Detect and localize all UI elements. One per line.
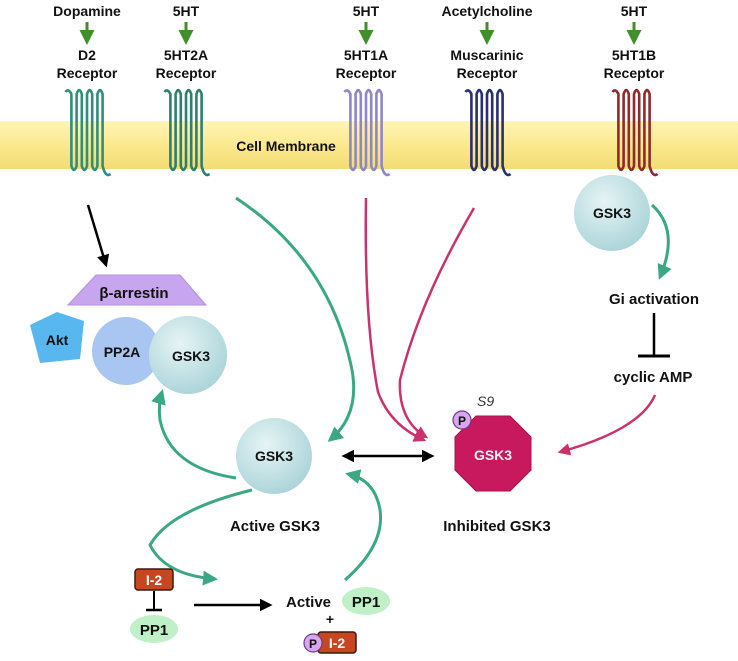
phospho-badge-label: P <box>458 414 466 428</box>
phospho-i2-badge-label: P <box>309 637 317 651</box>
receptor-muscarinic-label-group: Acetylcholine Muscarinic Receptor <box>441 3 532 81</box>
receptor-5ht1a-shape <box>343 88 391 177</box>
receptor-5ht1a-word: Receptor <box>336 65 397 81</box>
active-pp1-shape <box>342 587 390 615</box>
akt-shape <box>30 312 84 363</box>
receptor-5ht1a-label-group: 5HT 5HT1A Receptor <box>336 3 397 81</box>
pp1-to-active-arrow <box>344 469 383 582</box>
arrestin-complex: β-arrestin Akt PP2A GSK3 <box>30 274 227 394</box>
inhibited-gsk3-node <box>454 415 532 492</box>
pp1-shape <box>130 615 178 643</box>
active-gsk3-node-label: GSK3 <box>255 448 293 464</box>
plus-sign: + <box>326 611 334 627</box>
gi-activation-label: Gi activation <box>609 291 699 308</box>
ligand-5ht-1b: 5HT <box>621 3 648 19</box>
phospho-i2-label: I-2 <box>329 635 346 651</box>
pp2a-label: PP2A <box>104 344 141 360</box>
ligand-dopamine: Dopamine <box>53 3 121 19</box>
receptor-5ht2a-name: 5HT2A <box>164 47 208 63</box>
cell-membrane <box>0 121 738 169</box>
gsk3-complex-shape <box>149 316 227 394</box>
5ht2a-to-active-arrow <box>235 196 356 442</box>
inhibited-gsk3-caption: Inhibited GSK3 <box>443 518 551 535</box>
phospho-badge <box>452 410 472 430</box>
receptor-5ht1b-shape <box>611 88 659 177</box>
akt-label: Akt <box>46 332 69 348</box>
receptor-5ht1a-name: 5HT1A <box>344 47 388 63</box>
i2-label: I-2 <box>146 572 163 588</box>
receptor-d2-shape <box>64 88 112 177</box>
i2-box <box>134 568 174 591</box>
gsk3-5ht1b-node <box>574 175 650 251</box>
d2-to-arrestin-arrow <box>86 204 110 268</box>
beta-arrestin-label: β-arrestin <box>99 285 168 302</box>
cyclic-amp-label: cyclic AMP <box>614 369 693 386</box>
5ht1a-to-inhibited-arrow <box>364 197 427 442</box>
camp-to-inhibited-arrow <box>557 394 657 456</box>
ligand-5ht-2a: 5HT <box>173 3 200 19</box>
gsk3-to-gi-arrow <box>650 203 672 280</box>
inhibited-gsk3-group: GSK3 P S9 Inhibited GSK3 <box>443 393 551 535</box>
receptor-5ht1b-name: 5HT1B <box>612 47 656 63</box>
gsk3-5ht1b-label: GSK3 <box>593 205 631 221</box>
active-gsk3-node <box>236 418 312 494</box>
pp2a-shape <box>92 317 160 385</box>
phospho-i2-badge <box>303 633 323 653</box>
gsk3-complex-label: GSK3 <box>172 348 210 364</box>
receptor-d2-label-group: Dopamine D2 Receptor <box>53 3 121 81</box>
muscarinic-to-inhibited-arrow <box>398 207 476 439</box>
membrane-label: Cell Membrane <box>236 138 336 154</box>
receptor-muscarinic-name: Muscarinic <box>450 47 523 63</box>
receptor-muscarinic-shape <box>464 88 512 177</box>
receptor-muscarinic-word: Receptor <box>457 65 518 81</box>
ligand-5ht-1a: 5HT <box>353 3 380 19</box>
receptor-5ht2a-shape <box>163 88 211 177</box>
ligand-acetylcholine: Acetylcholine <box>441 3 532 19</box>
active-gsk3-caption: Active GSK3 <box>230 518 320 535</box>
receptor-d2-name: D2 <box>78 47 96 63</box>
receptor-5ht1b-label-group: 5HT 5HT1B Receptor <box>604 3 665 81</box>
serine9-label: S9 <box>477 393 494 409</box>
receptor-5ht2a-word: Receptor <box>156 65 217 81</box>
active-to-pp1-arrow <box>148 488 253 586</box>
pp1-label: PP1 <box>140 622 168 639</box>
inhibited-gsk3-node-label: GSK3 <box>474 447 512 463</box>
beta-arrestin-shape <box>66 274 208 306</box>
receptor-5ht2a-label-group: 5HT 5HT2A Receptor <box>156 3 217 81</box>
active-pp1-prefix: Active <box>286 594 331 611</box>
receptor-d2-word: Receptor <box>57 65 118 81</box>
receptor-5ht1b-word: Receptor <box>604 65 665 81</box>
active-pp1-label: PP1 <box>352 594 380 611</box>
active-to-complex-arrow <box>151 389 237 480</box>
